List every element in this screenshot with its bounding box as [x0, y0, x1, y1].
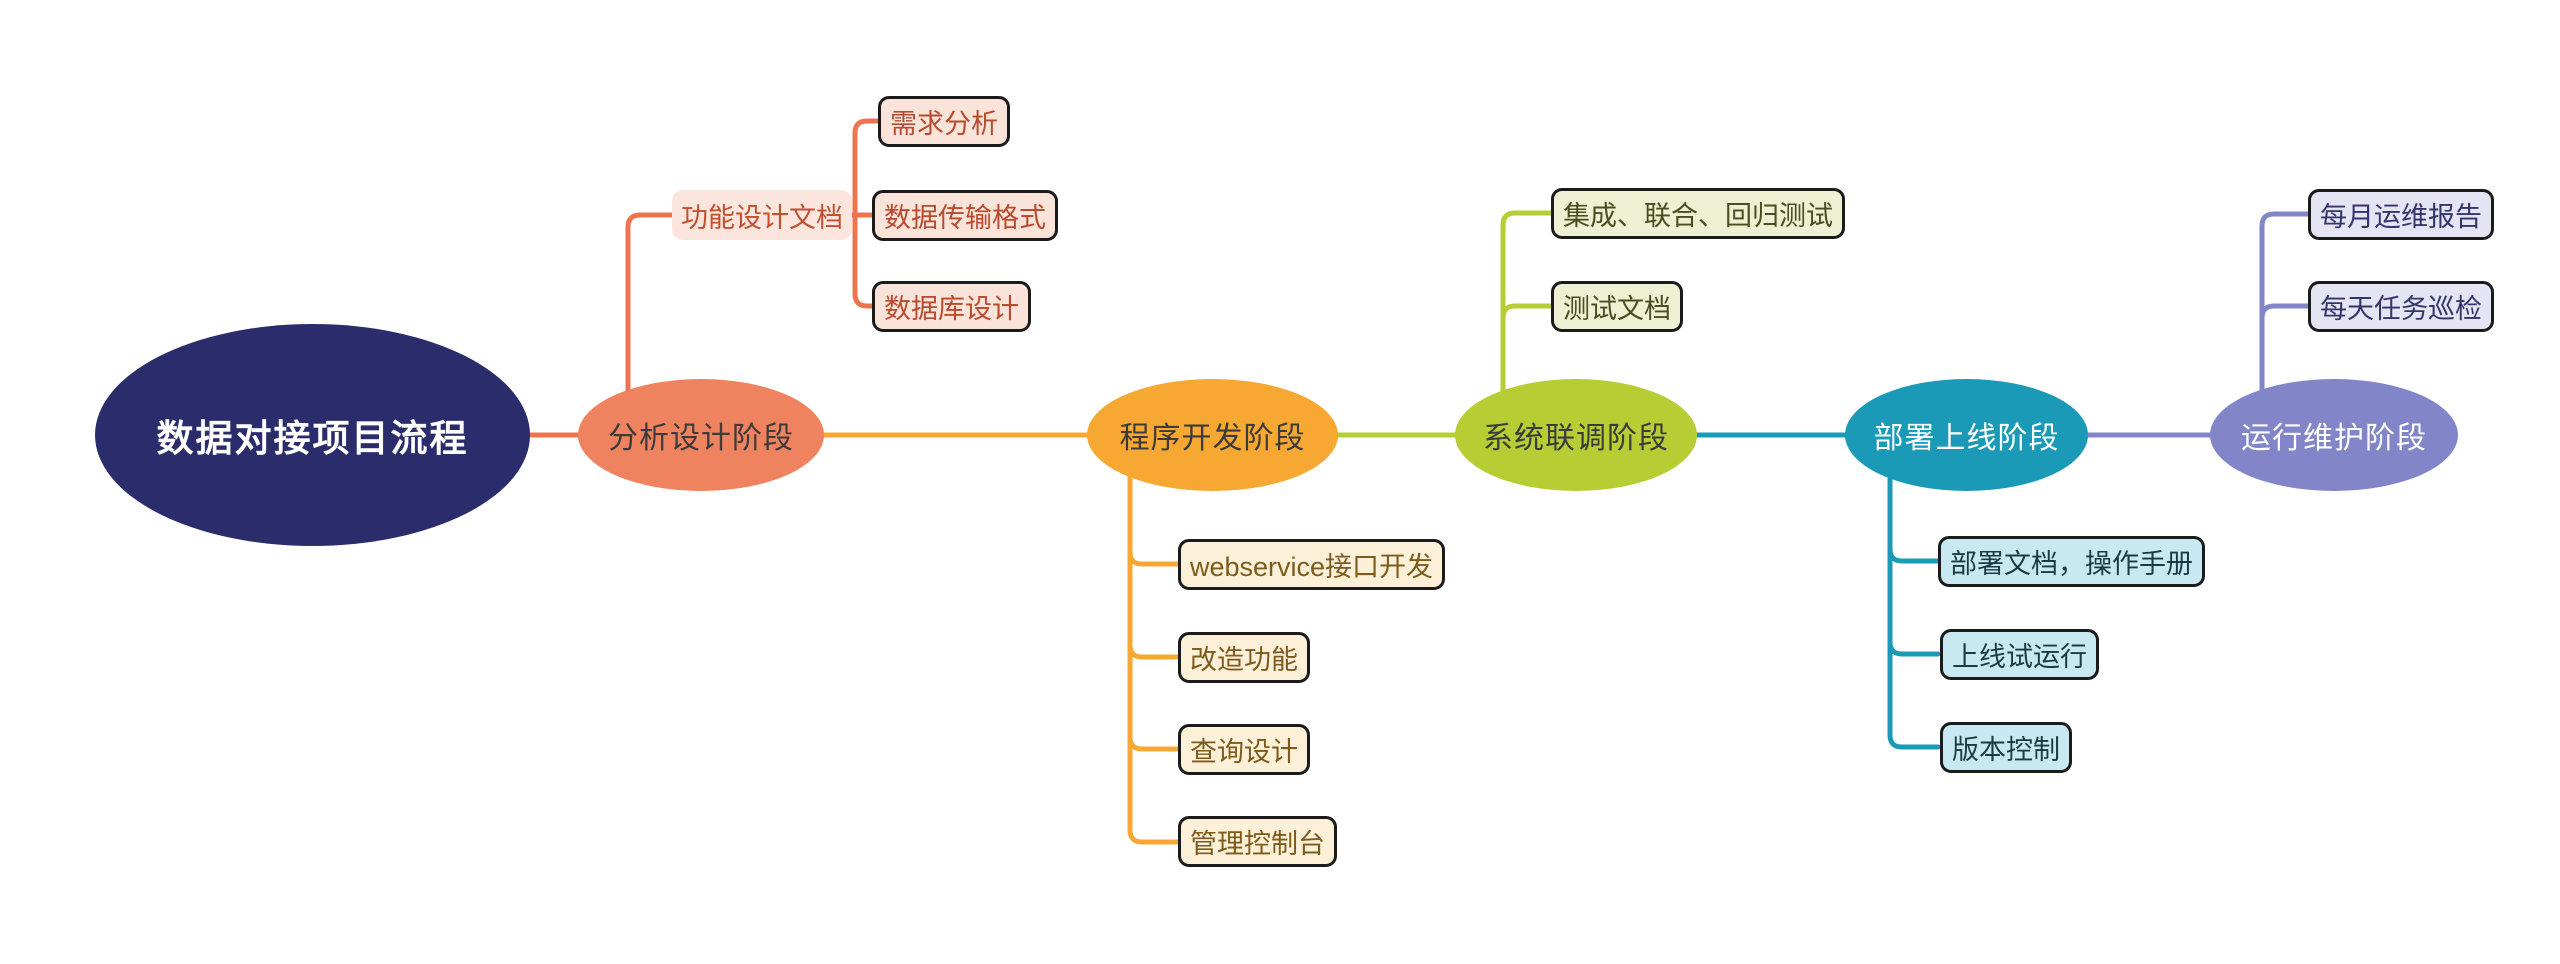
- connector-doc-to-requirements: [852, 118, 881, 218]
- task-node-database-design[interactable]: 数据库设计: [872, 281, 1031, 332]
- stage-node-development[interactable]: 程序开发阶段: [1087, 379, 1338, 491]
- stage-node-maintenance[interactable]: 运行维护阶段: [2210, 379, 2458, 491]
- task-node-trial-run[interactable]: 上线试运行: [1940, 629, 2099, 680]
- task-node-functional-design-doc[interactable]: 功能设计文档: [672, 190, 852, 240]
- task-node-requirements-analysis[interactable]: 需求分析: [878, 96, 1010, 147]
- task-node-daily-task-inspection[interactable]: 每天任务巡检: [2308, 281, 2494, 332]
- task-node-webservice-api-dev[interactable]: webservice接口开发: [1178, 539, 1446, 590]
- connector-development-trunk: [1127, 459, 1181, 845]
- connector-development-webservice: [1127, 549, 1181, 567]
- connector-analysis-trunk: [625, 212, 675, 410]
- task-node-deploy-doc-manual[interactable]: 部署文档，操作手册: [1938, 536, 2205, 587]
- task-node-test-doc[interactable]: 测试文档: [1551, 281, 1683, 332]
- root-node[interactable]: 数据对接项目流程: [95, 324, 530, 546]
- connector-development-refactor: [1127, 642, 1181, 660]
- connector-development-query: [1127, 734, 1181, 752]
- connector-deployment-trial: [1887, 639, 1941, 657]
- connector-doc-to-dbdesign: [852, 212, 875, 309]
- task-node-admin-console[interactable]: 管理控制台: [1178, 816, 1337, 867]
- connector-integration-testdoc: [1500, 303, 1554, 321]
- connector-maintenance-daily: [2259, 303, 2311, 321]
- task-node-query-design[interactable]: 查询设计: [1178, 724, 1310, 775]
- task-node-monthly-ops-report[interactable]: 每月运维报告: [2308, 189, 2494, 240]
- task-node-data-transfer-format[interactable]: 数据传输格式: [872, 190, 1058, 241]
- connector-maintenance-trunk: [2259, 211, 2311, 410]
- stage-node-integration[interactable]: 系统联调阶段: [1455, 379, 1697, 491]
- task-node-version-control[interactable]: 版本控制: [1940, 722, 2072, 773]
- connector-deployment-docs: [1887, 546, 1941, 564]
- stage-node-deployment[interactable]: 部署上线阶段: [1845, 379, 2088, 491]
- task-node-refactor-function[interactable]: 改造功能: [1178, 632, 1310, 683]
- connector-deployment-trunk: [1887, 459, 1941, 750]
- task-node-integration-regression-test[interactable]: 集成、联合、回归测试: [1551, 188, 1845, 239]
- connector-integration-trunk: [1500, 210, 1554, 410]
- stage-node-analysis[interactable]: 分析设计阶段: [578, 379, 824, 491]
